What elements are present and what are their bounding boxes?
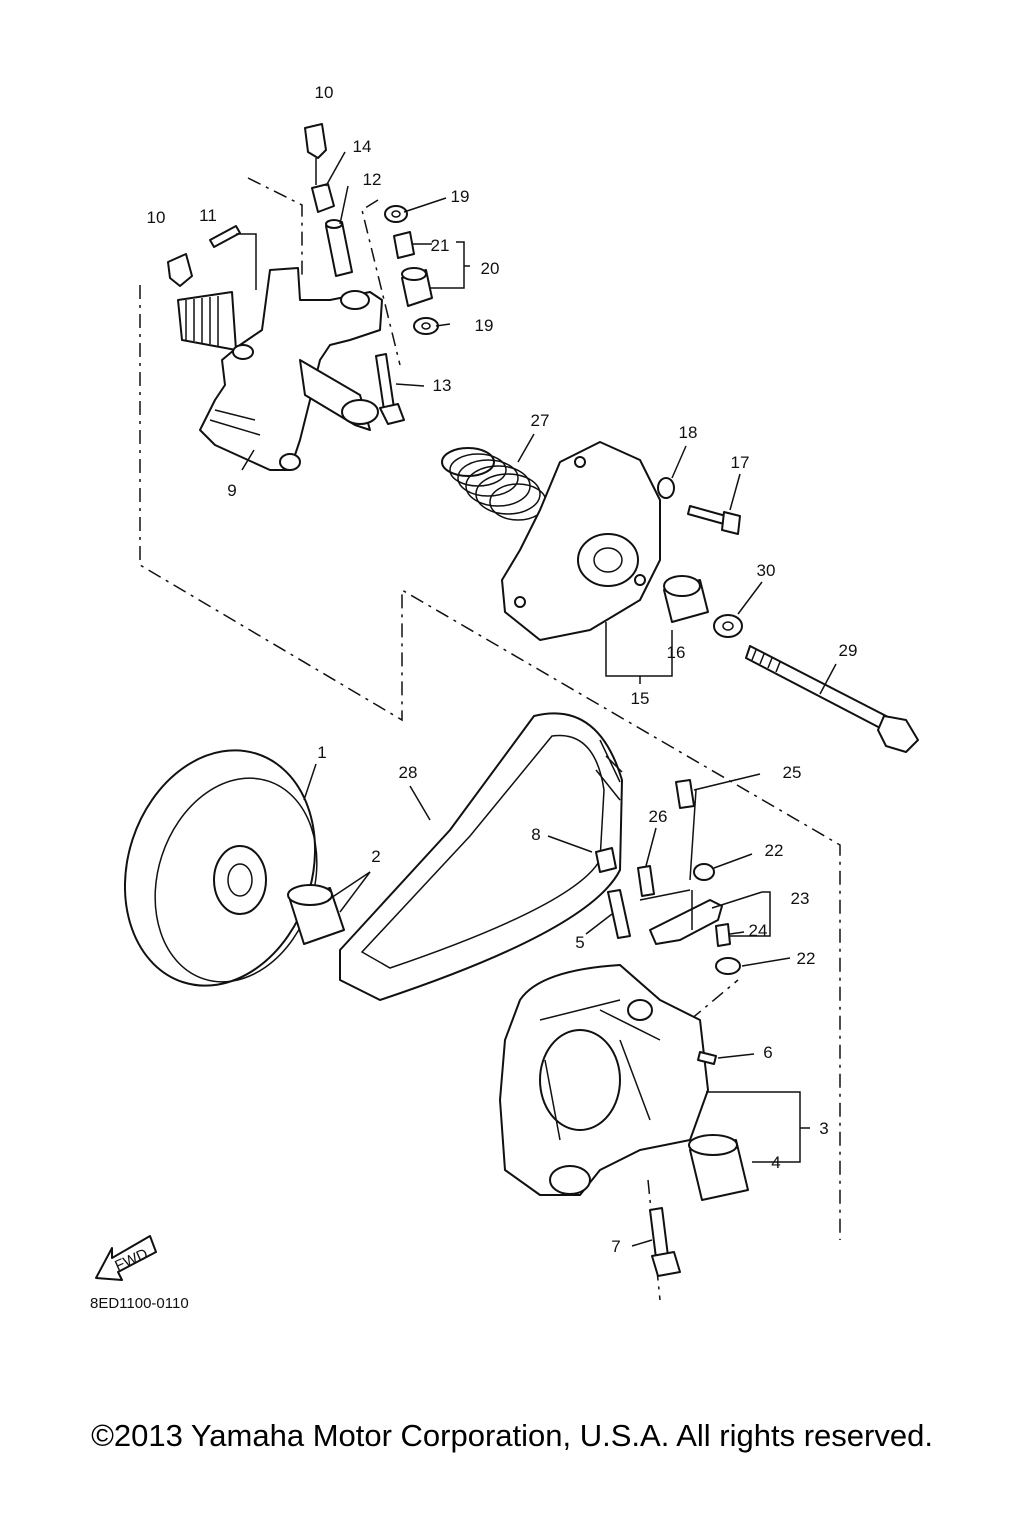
sheave-hub-part-9 <box>177 267 383 471</box>
pin-part-11 <box>209 225 241 248</box>
collar-part-21 <box>393 231 415 259</box>
drive-belt-part-28 <box>339 712 623 1001</box>
bushing-part-16 <box>663 575 709 623</box>
callout-15: 15 <box>631 689 650 708</box>
callout-14: 14 <box>353 137 372 156</box>
callout-25: 25 <box>783 763 802 782</box>
bolt-part-7 <box>649 1207 681 1277</box>
callout-23: 23 <box>791 889 810 908</box>
callout-7: 7 <box>611 1237 620 1256</box>
leader-lines <box>236 151 837 1247</box>
fwd-label: FWD <box>112 1245 150 1274</box>
callout-17: 17 <box>731 453 750 472</box>
callout-24: 24 <box>749 921 768 940</box>
callout-16: 16 <box>667 643 686 662</box>
bolt-part-13 <box>375 353 405 425</box>
collar-part-24 <box>715 923 731 947</box>
plug-part-8 <box>595 847 617 873</box>
retainer-part-10-top <box>304 123 327 159</box>
callout-10-left: 10 <box>147 208 166 227</box>
callout-2: 2 <box>371 847 380 866</box>
screw-part-6 <box>697 1051 717 1065</box>
washer-part-22-top <box>693 863 715 881</box>
callout-numbers: 10 14 12 19 10 11 21 20 19 13 27 18 17 9… <box>147 83 858 1256</box>
shaft-bolt-part-29 <box>745 645 919 753</box>
callout-22-bottom: 22 <box>797 949 816 968</box>
callout-19-top: 19 <box>451 187 470 206</box>
callout-13: 13 <box>433 376 452 395</box>
washer-part-30 <box>713 614 743 638</box>
washer-part-18 <box>657 477 675 499</box>
washer-part-19-bottom <box>413 317 439 335</box>
retainer-part-10-left <box>167 253 193 287</box>
callout-11: 11 <box>199 206 217 225</box>
callout-26: 26 <box>649 807 668 826</box>
bushing-part-4 <box>688 1134 749 1201</box>
nut-part-14 <box>311 183 335 213</box>
forward-direction-arrow: FWD <box>95 1235 157 1281</box>
callout-27: 27 <box>531 411 550 430</box>
collar-part-2 <box>287 884 345 945</box>
callout-4: 4 <box>771 1153 780 1172</box>
callout-29: 29 <box>839 641 858 660</box>
cover-part-15 <box>501 441 661 641</box>
washer-part-19-top <box>384 205 408 223</box>
callout-20: 20 <box>481 259 500 278</box>
callout-8: 8 <box>531 825 540 844</box>
callout-12: 12 <box>363 170 382 189</box>
movable-sheave-part-3 <box>499 964 709 1196</box>
callout-28: 28 <box>399 763 418 782</box>
callout-6: 6 <box>763 1043 772 1062</box>
figure-code: 8ED1100-0110 <box>90 1295 189 1312</box>
callout-22-top: 22 <box>765 841 784 860</box>
callout-9: 9 <box>227 481 236 500</box>
callout-30: 30 <box>757 561 776 580</box>
callout-21: 21 <box>431 236 450 255</box>
fixed-sheave-part-1 <box>123 749 318 987</box>
callout-10-top: 10 <box>315 83 334 102</box>
callout-3: 3 <box>819 1119 828 1138</box>
roller-part-20 <box>401 267 433 307</box>
copyright-notice: ©2013 Yamaha Motor Corporation, U.S.A. A… <box>91 1418 933 1453</box>
arm-part-23 <box>649 899 723 945</box>
pin-part-26 <box>637 865 655 897</box>
callout-5: 5 <box>575 933 584 952</box>
callout-19-bottom: 19 <box>475 316 494 335</box>
pin-part-25 <box>675 779 695 809</box>
washer-part-22-bottom <box>715 957 741 975</box>
callout-18: 18 <box>679 423 698 442</box>
bolt-part-17 <box>687 505 741 535</box>
spring-part-27 <box>441 447 547 521</box>
pin-part-5 <box>607 889 631 939</box>
callout-1: 1 <box>317 743 326 762</box>
sleeve-part-12 <box>325 219 353 277</box>
